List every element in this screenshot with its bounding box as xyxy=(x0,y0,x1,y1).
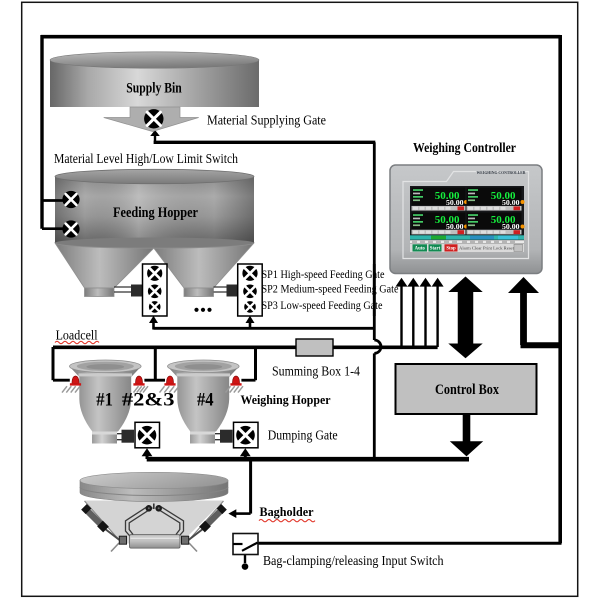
svg-text:Material Supplying Gate: Material Supplying Gate xyxy=(207,113,326,128)
svg-text:SP2 Medium-speed Feeding Gate: SP2 Medium-speed Feeding Gate xyxy=(262,282,399,296)
svg-text:50.00: 50.00 xyxy=(435,214,460,226)
svg-text:Control Box: Control Box xyxy=(435,382,500,398)
svg-text:Supply Bin: Supply Bin xyxy=(126,80,181,96)
svg-text:#4: #4 xyxy=(197,390,214,411)
svg-text:50.00: 50.00 xyxy=(502,222,520,231)
svg-text:50.00: 50.00 xyxy=(446,198,464,207)
svg-text:50.00: 50.00 xyxy=(502,198,520,207)
svg-text:50.00: 50.00 xyxy=(491,214,516,226)
svg-text:Material Level High/Low Limit: Material Level High/Low Limit Switch xyxy=(54,151,238,166)
svg-text:Feeding Hopper: Feeding Hopper xyxy=(113,205,198,221)
svg-text:Auto: Auto xyxy=(415,247,426,252)
svg-text:Start: Start xyxy=(430,247,441,252)
svg-text:Dumping Gate: Dumping Gate xyxy=(268,429,338,444)
svg-text:Bagholder: Bagholder xyxy=(260,504,314,519)
svg-text:Alarm Clear Print Lock Reset: Alarm Clear Print Lock Reset xyxy=(459,245,515,250)
svg-text:SP1 High-speed Feeding Gate: SP1 High-speed Feeding Gate xyxy=(262,267,385,281)
svg-text:Stop: Stop xyxy=(446,247,456,252)
svg-text:Weighing Hopper: Weighing Hopper xyxy=(241,393,331,407)
svg-text:Summing Box 1-4: Summing Box 1-4 xyxy=(272,365,360,380)
svg-text:Bag-clamping/releasing Input S: Bag-clamping/releasing Input Switch xyxy=(263,554,444,569)
svg-text:50.00: 50.00 xyxy=(491,190,516,202)
svg-text:50.00: 50.00 xyxy=(435,190,460,202)
svg-text:Weighing Controller: Weighing Controller xyxy=(413,141,516,156)
svg-text:Loadcell: Loadcell xyxy=(56,329,98,344)
svg-text:#1: #1 xyxy=(96,390,113,411)
svg-text:50.00: 50.00 xyxy=(446,222,464,231)
svg-text:SP3 Low-speed Feeding Gate: SP3 Low-speed Feeding Gate xyxy=(262,298,383,312)
svg-text:WEIGHING CONTROLLER: WEIGHING CONTROLLER xyxy=(477,170,527,175)
svg-text:#2&3: #2&3 xyxy=(122,390,175,411)
